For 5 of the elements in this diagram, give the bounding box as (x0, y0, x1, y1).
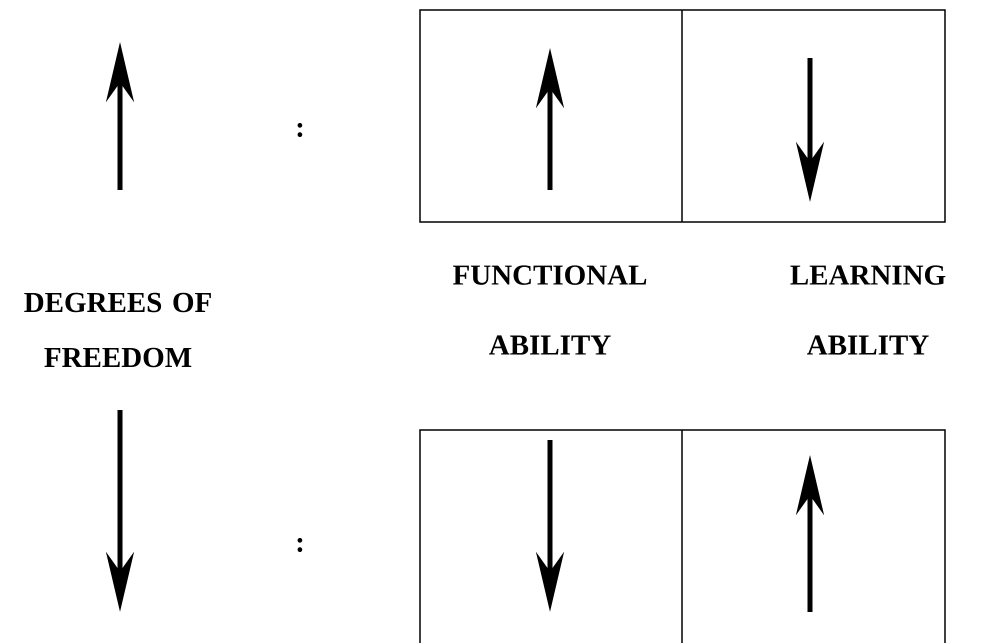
colon-symbol: : (298, 123, 302, 137)
axis-label: DEGREES OF FREEDOM (24, 292, 211, 368)
axis-label: FUNCTIONAL ABILITY (453, 265, 646, 355)
colon-symbol: : (298, 538, 302, 552)
axis-label: LEARNING ABILITY (790, 265, 946, 355)
